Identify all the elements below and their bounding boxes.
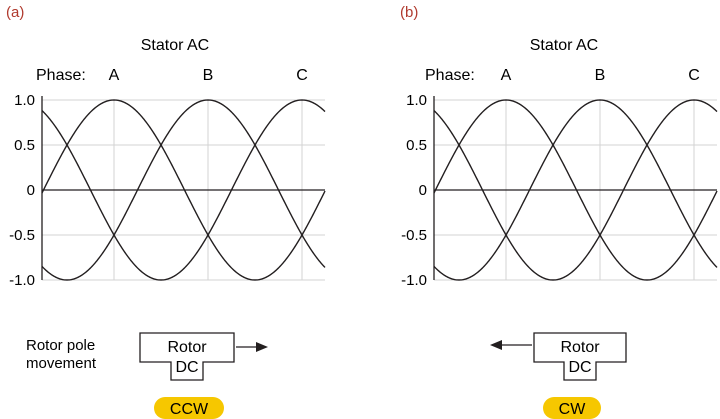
panel-a-waveforms	[41, 99, 326, 281]
panel-a-tick-1: 1.0	[14, 92, 35, 109]
panel-b-tick-neg-1: -1.0	[401, 272, 427, 289]
panel-a: (a) Stator AC Phase: A B C 1.0 0.5 0 -0.…	[6, 4, 326, 419]
panel-b-rotor-block	[533, 332, 627, 381]
panel-a-movement-label-line2: movement	[26, 355, 97, 372]
panel-a-title: Stator AC	[141, 37, 209, 54]
panel-b-rotor-bottom: DC	[568, 359, 591, 376]
panel-a-phase-a: A	[109, 67, 120, 84]
panel-b-phase-b: B	[595, 67, 606, 84]
panel-a-phase-c-wave	[41, 99, 326, 281]
panel-a-rotor-top: Rotor	[167, 339, 207, 356]
panel-a-phase-a-wave	[41, 99, 326, 281]
panel-a-direction-text: CCW	[170, 401, 209, 418]
panel-a-phase-c: C	[296, 67, 308, 84]
panel-b-phase-a-wave	[433, 99, 718, 281]
panel-a-tick-neg-1: -1.0	[9, 272, 35, 289]
panel-b-tick-0: 0	[419, 182, 427, 199]
panel-b-tick-0-5: 0.5	[406, 137, 427, 154]
panel-a-tick-0-5: 0.5	[14, 137, 35, 154]
panel-b-arrow-left-icon	[490, 340, 532, 350]
panel-b-rotor-top: Rotor	[560, 339, 600, 356]
panel-b-label: (b)	[400, 4, 418, 21]
panel-a-tick-0: 0	[27, 182, 35, 199]
panel-b-phase-b-wave	[433, 99, 718, 281]
panel-a-tick-neg-0-5: -0.5	[9, 227, 35, 244]
panel-b-phase-a: A	[501, 67, 512, 84]
panel-a-phase-b-wave	[41, 99, 326, 281]
panel-a-phase-prefix: Phase:	[36, 67, 86, 84]
panel-b-phase-prefix: Phase:	[425, 67, 475, 84]
panel-b-phase-c-wave	[433, 99, 718, 281]
panel-b: (b) Stator AC Phase: A B C 1.0 0.5 0 -0.…	[400, 4, 718, 419]
panel-b-waveforms	[433, 99, 718, 281]
panel-a-label: (a)	[6, 4, 24, 21]
panel-b-tick-neg-0-5: -0.5	[401, 227, 427, 244]
panel-b-grid	[433, 96, 717, 281]
panel-b-direction-badge	[543, 397, 601, 419]
panel-a-arrow-right-icon	[236, 342, 268, 352]
panel-a-direction-badge	[154, 397, 224, 419]
panel-a-movement-label-line1: Rotor pole	[26, 337, 95, 354]
panel-a-rotor-block	[139, 332, 235, 381]
panel-b-tick-1: 1.0	[406, 92, 427, 109]
panel-a-phase-b: B	[203, 67, 214, 84]
panel-b-phase-c: C	[688, 67, 700, 84]
panel-b-direction-text: CW	[559, 401, 587, 418]
panel-b-title: Stator AC	[530, 37, 598, 54]
panel-a-rotor-bottom: DC	[175, 359, 198, 376]
